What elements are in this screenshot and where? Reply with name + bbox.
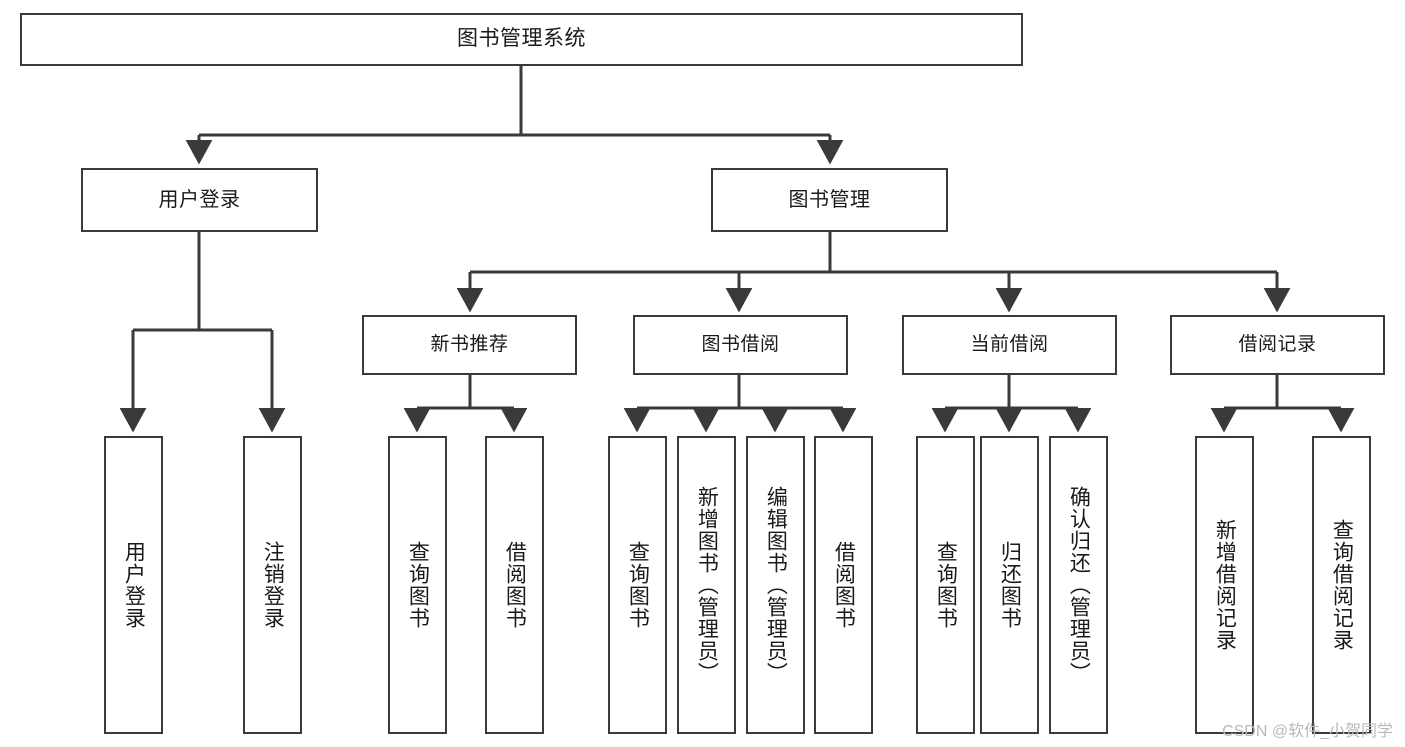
leaf-user-login-signout[interactable]: 注销登录 bbox=[243, 436, 302, 734]
node-user-login-label: 用户登录 bbox=[158, 188, 241, 211]
leaf-user-login-signin[interactable]: 用户登录 bbox=[104, 436, 163, 734]
leaf-current-borrow-query-label: 查询图书 bbox=[934, 541, 958, 629]
node-current-borrow-label: 当前借阅 bbox=[970, 334, 1049, 356]
node-borrow-record-label: 借阅记录 bbox=[1238, 334, 1317, 356]
leaf-new-book-query[interactable]: 查询图书 bbox=[388, 436, 447, 734]
leaf-user-login-signout-label: 注销登录 bbox=[261, 541, 285, 629]
leaf-new-book-query-label: 查询图书 bbox=[406, 541, 430, 629]
leaf-borrow-record-add-label: 新增借阅记录 bbox=[1213, 519, 1237, 651]
leaf-borrow-record-query-label: 查询借阅记录 bbox=[1330, 519, 1354, 651]
leaf-book-borrow-query-label: 查询图书 bbox=[626, 541, 650, 629]
leaf-current-borrow-return[interactable]: 归还图书 bbox=[980, 436, 1039, 734]
leaf-book-borrow-add[interactable]: 新增图书（管理员） bbox=[677, 436, 736, 734]
leaf-current-borrow-query[interactable]: 查询图书 bbox=[916, 436, 975, 734]
leaf-book-borrow-edit-label: 编辑图书（管理员） bbox=[764, 486, 788, 684]
leaf-user-login-signin-label: 用户登录 bbox=[122, 541, 146, 629]
node-book-management-label: 图书管理 bbox=[788, 188, 871, 211]
leaf-current-borrow-confirm[interactable]: 确认归还（管理员） bbox=[1049, 436, 1108, 734]
leaf-book-borrow-borrow[interactable]: 借阅图书 bbox=[814, 436, 873, 734]
node-current-borrow[interactable]: 当前借阅 bbox=[902, 315, 1117, 375]
leaf-book-borrow-add-label: 新增图书（管理员） bbox=[695, 486, 719, 684]
leaf-current-borrow-return-label: 归还图书 bbox=[998, 541, 1022, 629]
node-user-login[interactable]: 用户登录 bbox=[81, 168, 318, 232]
leaf-book-borrow-borrow-label: 借阅图书 bbox=[832, 541, 856, 629]
node-root[interactable]: 图书管理系统 bbox=[20, 13, 1023, 66]
leaf-borrow-record-query[interactable]: 查询借阅记录 bbox=[1312, 436, 1371, 734]
leaf-new-book-borrow[interactable]: 借阅图书 bbox=[485, 436, 544, 734]
node-new-book-recommend-label: 新书推荐 bbox=[430, 334, 509, 356]
node-book-borrow-label: 图书借阅 bbox=[701, 334, 780, 356]
leaf-book-borrow-edit[interactable]: 编辑图书（管理员） bbox=[746, 436, 805, 734]
leaf-book-borrow-query[interactable]: 查询图书 bbox=[608, 436, 667, 734]
node-borrow-record[interactable]: 借阅记录 bbox=[1170, 315, 1385, 375]
node-root-label: 图书管理系统 bbox=[457, 27, 586, 51]
node-new-book-recommend[interactable]: 新书推荐 bbox=[362, 315, 577, 375]
leaf-borrow-record-add[interactable]: 新增借阅记录 bbox=[1195, 436, 1254, 734]
leaf-current-borrow-confirm-label: 确认归还（管理员） bbox=[1067, 486, 1091, 684]
node-book-management[interactable]: 图书管理 bbox=[711, 168, 948, 232]
leaf-new-book-borrow-label: 借阅图书 bbox=[503, 541, 527, 629]
node-book-borrow[interactable]: 图书借阅 bbox=[633, 315, 848, 375]
